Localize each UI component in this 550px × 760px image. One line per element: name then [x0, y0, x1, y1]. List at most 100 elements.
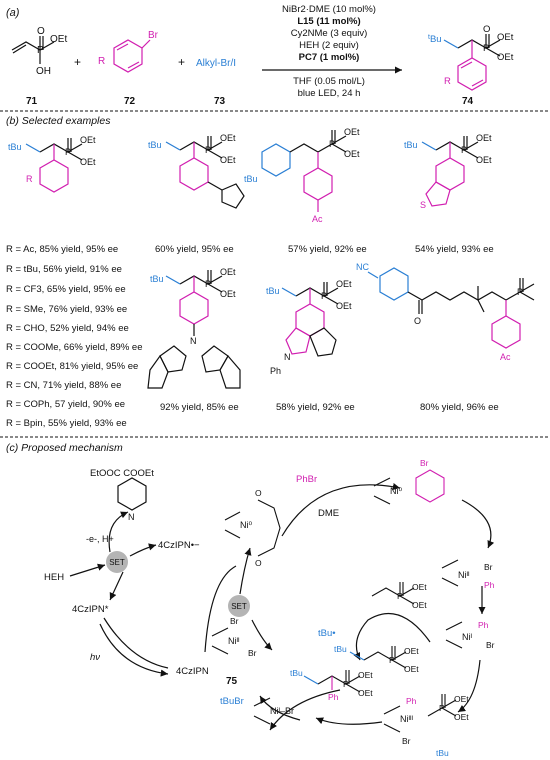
example-structure-carbazole-2 [281, 282, 339, 357]
ex1-r: R [26, 174, 33, 184]
heh-label: HEH [44, 572, 64, 583]
condition-4: HEH (2 equiv) [299, 40, 359, 51]
r-list-item-3: R = SMe, 76% yield, 93% ee [6, 304, 127, 315]
r-list-item-9: R = Bpin, 55% yield, 93% ee [6, 418, 127, 429]
mech-product-p: P [343, 679, 349, 689]
ex4-p: P [461, 145, 467, 155]
light-hv: hν [90, 652, 100, 663]
ni-iii-oet1: OEt [454, 694, 469, 704]
atom-Br: Br [148, 30, 159, 41]
condition-1: NiBr2·DME (10 mol%) [282, 4, 376, 15]
plus-sign-2: + [178, 55, 185, 69]
pc-excited: 4CzIPN* [72, 604, 109, 615]
ni-ii-dibromide-75 [211, 627, 229, 655]
pyridine-ring [117, 477, 147, 511]
yield-4: 58% yield, 92% ee [276, 402, 355, 413]
ex3-oet-b: OEt [344, 149, 360, 159]
example-structure-ketone [367, 267, 535, 349]
yield-1: 57% yield, 92% ee [288, 244, 367, 255]
ex3-tbu: tBu [244, 174, 258, 184]
ex7-p: P [517, 287, 523, 297]
adduct-p: P [389, 655, 395, 665]
example-structure-generic [25, 138, 83, 193]
plus-sign-1: + [74, 55, 81, 69]
tbu-radical: tBu• [318, 628, 336, 639]
ni-ii-oxidative-complex [441, 559, 459, 587]
ni-i-br-label: Niᴵ–Br [270, 706, 294, 716]
mech-vp-oet2: OEt [412, 600, 427, 610]
ni0-arene-br: Br [420, 458, 429, 468]
ni-dme-o1: O [255, 488, 262, 498]
set-circle-2 [228, 595, 250, 617]
ni-iii-complex [383, 694, 457, 733]
atom-O: O [37, 26, 45, 37]
ni-complex-dme [224, 499, 281, 557]
mech-product [303, 670, 361, 693]
r-list-item-5: R = COOMe, 66% yield, 89% ee [6, 342, 143, 353]
alkyl-reagent: Alkyl-Br/I [196, 58, 236, 69]
ex6-oet-b: OEt [336, 301, 352, 311]
atom-OEt-74a: OEt [497, 32, 514, 43]
compound-73-label: 73 [214, 96, 226, 107]
ex1-p: P [65, 147, 71, 157]
ni0-label: Ni⁰ [240, 520, 252, 530]
ni-iii-tbu: tBu [436, 748, 449, 758]
ex1-tbu: tBu [8, 142, 22, 152]
compound-72-label: 72 [124, 96, 136, 107]
example-structure-cyclohexyl [261, 130, 347, 212]
mech-product-oet1: OEt [358, 670, 373, 680]
adduct-tbu: tBu [334, 644, 347, 654]
atom-OEt-74b: OEt [497, 52, 514, 63]
yield-0: 60% yield, 95% ee [155, 244, 234, 255]
atom-OEt: OEt [50, 34, 67, 45]
vinylphosphonate-structure [11, 36, 55, 64]
set-circle-1 [106, 551, 128, 573]
ni-ii-ph-1: Ph [484, 580, 495, 590]
ni-i-bromide-complex [253, 697, 271, 725]
section-c-label: (c) Proposed mechanism [6, 442, 123, 454]
yield-5: 80% yield, 96% ee [420, 402, 499, 413]
ex5-p: P [205, 279, 211, 289]
ex2-tbu: tBu [148, 140, 162, 150]
pc-radical-anion: 4CzIPN•− [158, 540, 200, 551]
r-list-item-0: R = Ac, 85% yield, 95% ee [6, 244, 118, 255]
ni-i-label: Niᴵ [462, 632, 472, 642]
condition-3: Cy2NMe (3 equiv) [291, 28, 368, 39]
compound-71-label: 71 [26, 96, 38, 107]
ni-i-ph: Ph [478, 620, 489, 630]
atom-O-74: O [483, 24, 490, 35]
ni-i-br: Br [486, 640, 495, 650]
ni0-arene-label: Ni⁰ [390, 486, 402, 496]
mech-vp-oet1: OEt [412, 582, 427, 592]
r-list-item-2: R = CF3, 65% yield, 95% ee [6, 284, 126, 295]
yield-2: 54% yield, 93% ee [415, 244, 494, 255]
ex7-nc: NC [356, 262, 369, 272]
ex4-oet-a: OEt [476, 133, 492, 143]
light-source: blue LED, 24 h [298, 88, 361, 99]
ni-iii-p: P [439, 703, 445, 713]
r-list-item-6: R = COOEt, 81% yield, 95% ee [6, 361, 138, 372]
example-structure-carbazole-1 [147, 270, 241, 389]
ex2-oet-a: OEt [220, 133, 236, 143]
atom-OH: OH [36, 66, 51, 77]
condition-5: PC7 (1 mol%) [299, 52, 360, 63]
phbr-label: PhBr [296, 474, 317, 485]
ex4-oet-b: OEt [476, 155, 492, 165]
set-label-2: SET [231, 602, 247, 611]
ex7-o: O [414, 316, 421, 326]
ni-iii-br: Br [402, 736, 411, 746]
ex1-oet-b: OEt [80, 157, 96, 167]
mech-product-ph: Ph [328, 692, 339, 702]
dme-label: DME [318, 508, 339, 519]
ex6-p: P [321, 291, 327, 301]
r-list-item-8: R = COPh, 57 yield, 90% ee [6, 399, 125, 410]
example-structure-dioxolane [165, 136, 245, 209]
mech-vinylphosphonate [371, 582, 415, 605]
ex5-n: N [190, 336, 197, 346]
pc-ground: 4CzIPN [176, 666, 209, 677]
ex5-tbu: tBu [150, 274, 164, 284]
ni-iii-ph: Ph [406, 696, 417, 706]
ex1-oet-a: OEt [80, 135, 96, 145]
ni-ii-label-1: Niᴵᴵ [458, 570, 470, 580]
ex6-tbu: tBu [266, 286, 280, 296]
